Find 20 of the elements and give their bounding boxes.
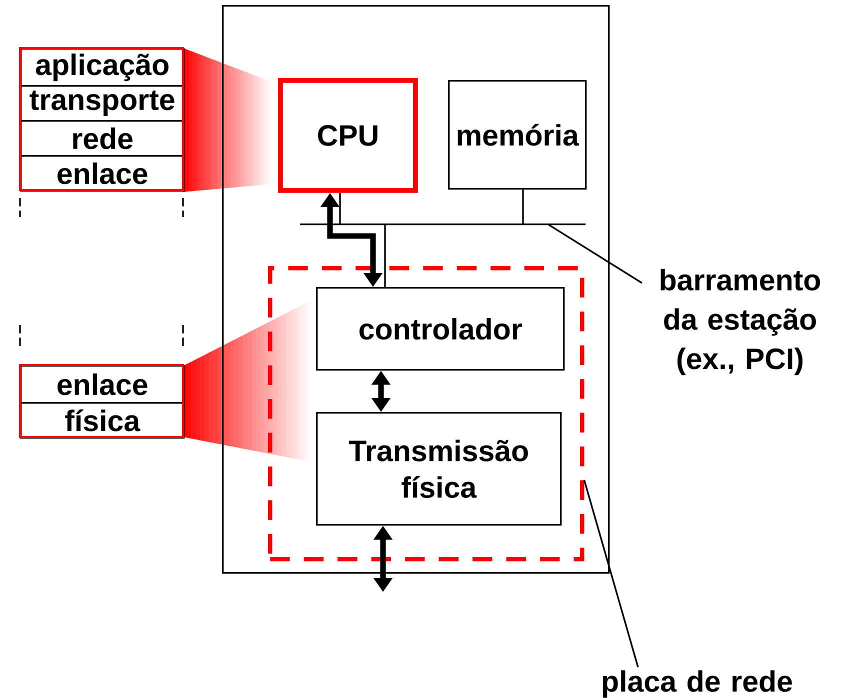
controller-box: controlador — [316, 287, 565, 371]
bus-label: barramento da estação (ex., PCI) — [660, 268, 820, 376]
connector-line — [339, 192, 341, 224]
connector-line — [384, 224, 386, 287]
leader-line — [548, 224, 642, 284]
host-box — [222, 5, 610, 574]
network-card-outline — [268, 266, 584, 562]
layer-box: enlace — [20, 365, 185, 404]
layer-box: aplicação — [20, 48, 185, 87]
layer-box: física — [20, 402, 185, 439]
layer-box: rede — [20, 120, 185, 157]
connector-line — [522, 190, 524, 224]
cpu-box: CPU — [278, 78, 418, 193]
memory-box: memória — [448, 80, 587, 190]
transmission-box: Transmissão física — [316, 412, 562, 526]
bus-line — [300, 223, 586, 226]
card-label: placa de rede — [602, 670, 792, 698]
layer-box: transporte — [20, 85, 185, 122]
layer-box: enlace — [20, 155, 185, 192]
leader-line — [583, 480, 639, 668]
